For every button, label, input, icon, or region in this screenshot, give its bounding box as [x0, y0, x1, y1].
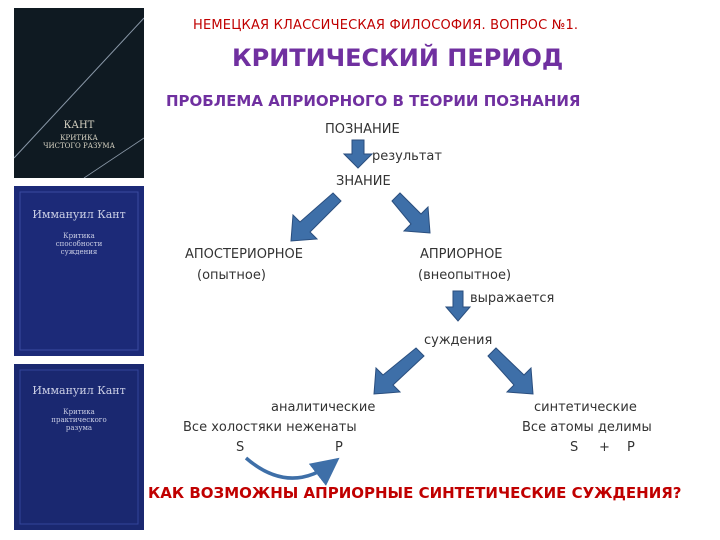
cover-frame: [19, 191, 139, 351]
cover-title: Критика способности суждения: [55, 232, 103, 256]
book-cover-critique-judgment: Иммануил Кант Критика способности сужден…: [14, 186, 144, 356]
cover-decoration: [14, 17, 144, 178]
problem-heading: ПРОБЛЕМА АПРИОРНОГО В ТЕОРИИ ПОЗНАНИЯ: [166, 92, 581, 110]
analytic-predicate: P: [335, 440, 343, 455]
down-arrow-cognition: [342, 139, 374, 169]
cover-title: Критика практического разума: [51, 408, 107, 432]
synthetic-plus: +: [599, 440, 610, 455]
example-analytic: Все холостяки неженаты: [183, 420, 357, 435]
cover-frame: [19, 369, 139, 525]
node-synthetic: синтетические: [534, 400, 637, 415]
synthetic-subject: S: [570, 440, 579, 455]
cover-author: Иммануил Кант: [32, 208, 126, 221]
arrow-to-apriori: [391, 192, 431, 234]
down-arrow-apriori: [444, 290, 472, 322]
cover-author: Иммануил Кант: [32, 384, 126, 397]
arrow-to-synthetic: [487, 347, 534, 395]
node-judgments: суждения: [424, 333, 493, 348]
arrow-to-aposteriori: [290, 192, 342, 242]
node-aposteriori: АПОСТЕРИОРНОЕ: [185, 247, 303, 262]
note-aposteriori: (опытное): [197, 268, 266, 283]
label-expressed: выражается: [470, 291, 555, 306]
synthetic-predicate: P: [627, 440, 635, 455]
note-apriori: (внеопытное): [418, 268, 512, 283]
key-question: КАК ВОЗМОЖНЫ АПРИОРНЫЕ СИНТЕТИЧЕСКИЕ СУЖ…: [148, 484, 682, 502]
cover-title: КРИТИКА ЧИСТОГО РАЗУМА: [43, 134, 115, 150]
slide-subtitle: НЕМЕЦКАЯ КЛАССИЧЕСКАЯ ФИЛОСОФИЯ. ВОПРОС …: [193, 18, 579, 33]
analytic-subject: S: [236, 440, 245, 455]
book-cover-critique-practical-reason: Иммануил Кант Критика практического разу…: [14, 364, 144, 530]
curved-arrow-s-to-p: [244, 456, 340, 486]
example-synthetic: Все атомы делимы: [522, 420, 652, 435]
node-analytic: аналитические: [271, 400, 376, 415]
arrow-to-analytic: [373, 347, 425, 395]
label-result: результат: [372, 149, 442, 164]
book-cover-critique-pure-reason: КАНТ КРИТИКА ЧИСТОГО РАЗУМА: [14, 8, 144, 178]
slide-title: КРИТИЧЕСКИЙ ПЕРИОД: [232, 44, 564, 72]
node-apriori: АПРИОРНОЕ: [420, 247, 503, 262]
node-cognition: ПОЗНАНИЕ: [325, 122, 400, 137]
cover-author: КАНТ: [63, 120, 95, 131]
node-knowledge: ЗНАНИЕ: [336, 174, 391, 189]
